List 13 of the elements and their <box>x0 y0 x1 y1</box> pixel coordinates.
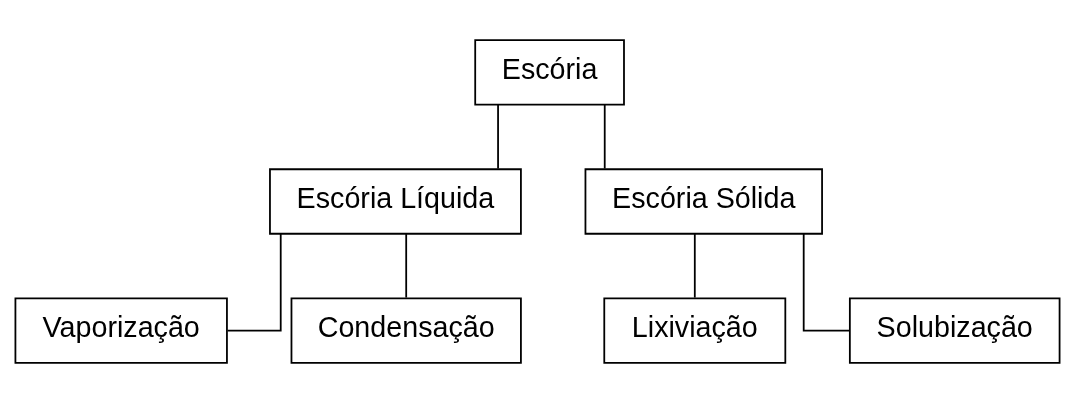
connector <box>802 232 851 331</box>
connector <box>693 232 696 298</box>
node-box: Lixiviação <box>603 296 787 364</box>
node-box: Condensação <box>290 296 522 364</box>
connector <box>405 232 408 298</box>
connector <box>603 103 606 169</box>
connector <box>497 103 499 169</box>
node-box: Escória Sólida <box>584 167 823 235</box>
node-box: Escória <box>474 38 625 106</box>
node-box: Vaporização <box>14 296 228 364</box>
node-box: Escória Líquida <box>269 167 522 235</box>
node-box: Solubização <box>848 296 1061 364</box>
connector <box>226 232 282 331</box>
